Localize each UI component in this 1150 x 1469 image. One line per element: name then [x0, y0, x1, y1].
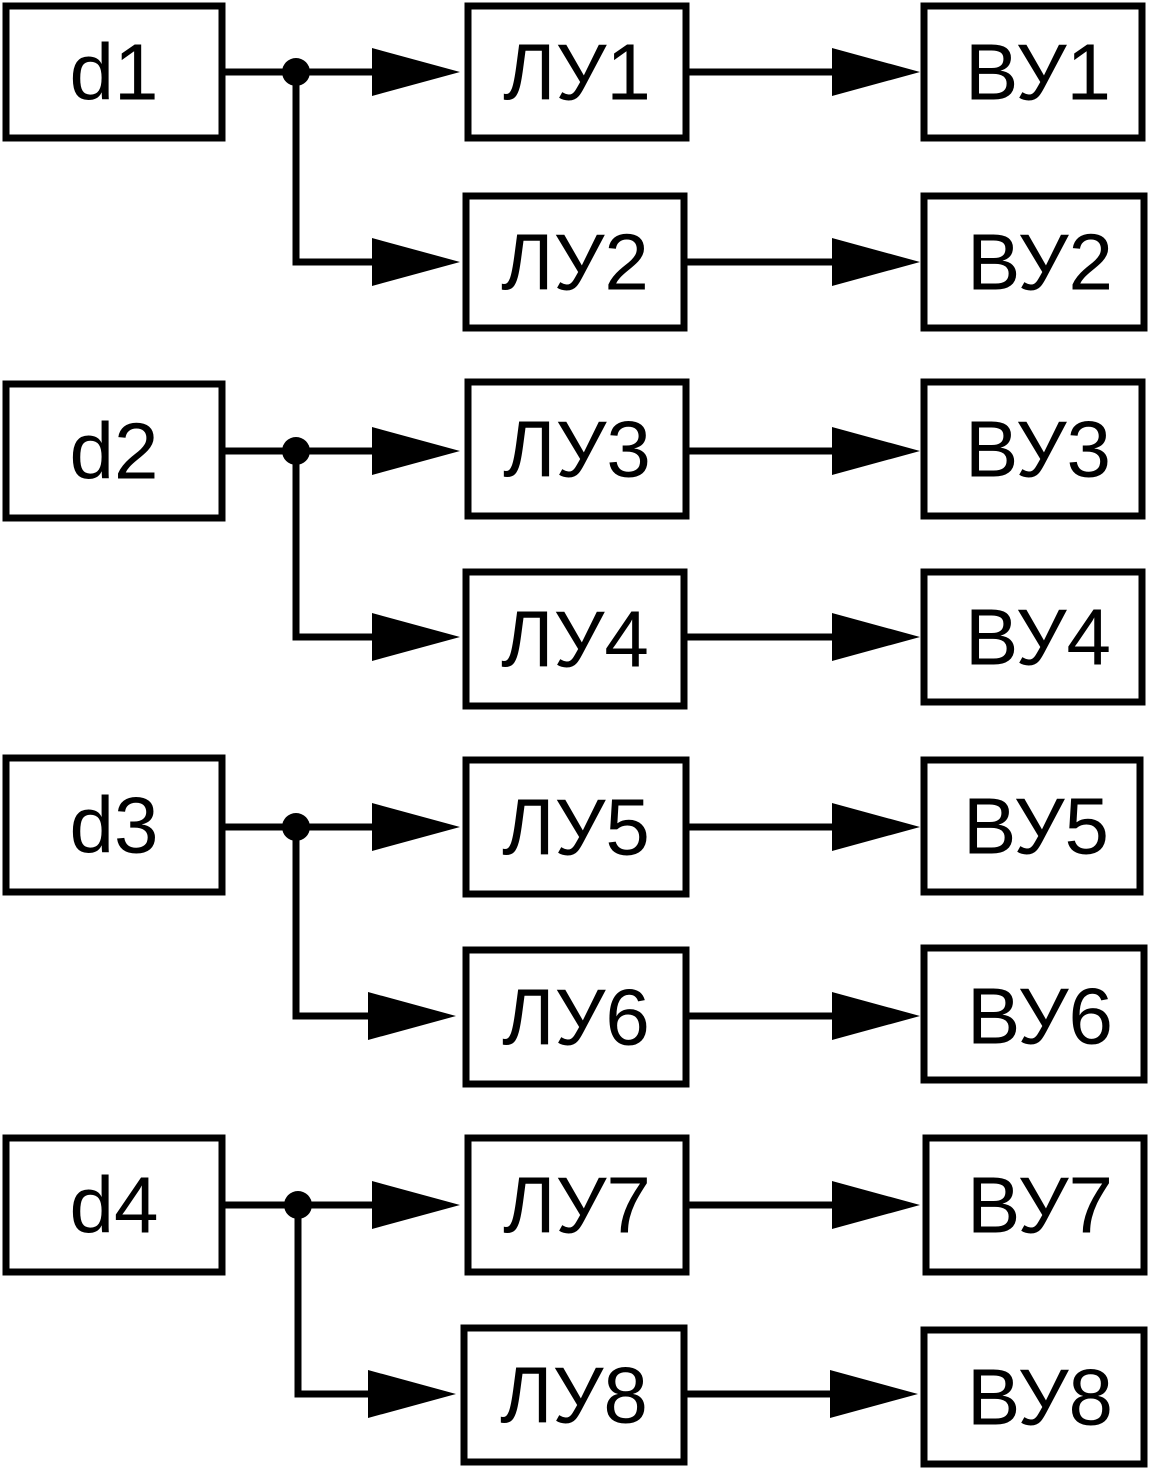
arrowhead-to-logic-8	[368, 1370, 456, 1418]
logic-block-8: ЛУ8	[460, 1324, 688, 1466]
source-block-3: d3	[2, 754, 226, 896]
source-label-4: d4	[70, 1161, 159, 1250]
arrowhead-to-output-2	[832, 238, 920, 286]
logic-block-6: ЛУ6	[462, 946, 690, 1088]
arrowhead-to-output-7	[832, 1181, 920, 1229]
source-block-2: d2	[2, 380, 226, 522]
logic-label-5: ЛУ5	[502, 783, 650, 872]
output-label-3: ВУ3	[965, 405, 1111, 494]
logic-block-4: ЛУ4	[462, 568, 688, 710]
signal-group-1: d1 ЛУ1 ЛУ2 ВУ1 ВУ2	[2, 2, 1148, 332]
arrowhead-to-output-3	[832, 427, 920, 475]
logic-label-7: ЛУ7	[503, 1161, 651, 1250]
arrowhead-to-logic-6	[368, 992, 456, 1040]
logic-block-5: ЛУ5	[462, 756, 690, 898]
splitter-wires-1	[222, 48, 460, 286]
output-block-7: ВУ7	[922, 1134, 1148, 1276]
output-label-6: ВУ6	[967, 972, 1113, 1061]
link-wires-3	[686, 803, 920, 1040]
junction-dot-2	[282, 437, 310, 465]
splitter-wires-3	[222, 803, 460, 1040]
source-block-4: d4	[2, 1134, 226, 1276]
arrowhead-to-logic-1	[372, 48, 460, 96]
link-wires-2	[684, 427, 920, 661]
arrowhead-to-logic-4	[372, 613, 460, 661]
arrowhead-to-logic-3	[372, 427, 460, 475]
signal-group-3: d3 ЛУ5 ЛУ6 ВУ5 ВУ6	[2, 754, 1148, 1088]
arrowhead-to-output-1	[832, 48, 920, 96]
source-label-3: d3	[70, 781, 159, 870]
logic-block-3: ЛУ3	[464, 378, 690, 520]
output-block-8: ВУ8	[920, 1326, 1148, 1468]
output-block-5: ВУ5	[920, 756, 1144, 896]
output-label-1: ВУ1	[965, 28, 1111, 117]
junction-dot-3	[282, 813, 310, 841]
logic-label-8: ЛУ8	[500, 1351, 648, 1440]
output-label-7: ВУ7	[967, 1161, 1113, 1250]
output-block-2: ВУ2	[920, 192, 1148, 332]
link-wires-4	[684, 1181, 920, 1418]
output-label-5: ВУ5	[963, 782, 1109, 871]
logic-label-6: ЛУ6	[502, 973, 650, 1062]
logic-block-7: ЛУ7	[464, 1134, 690, 1276]
output-block-6: ВУ6	[920, 944, 1148, 1084]
source-block-1: d1	[2, 2, 226, 142]
junction-dot-4	[284, 1191, 312, 1219]
source-label-2: d2	[70, 407, 159, 496]
logic-label-2: ЛУ2	[501, 218, 649, 307]
arrowhead-to-output-8	[830, 1370, 918, 1418]
arrowhead-to-logic-5	[372, 803, 460, 851]
logic-block-2: ЛУ2	[462, 192, 688, 332]
signal-group-4: d4 ЛУ7 ЛУ8 ВУ7 ВУ8	[2, 1134, 1148, 1468]
output-label-8: ВУ8	[967, 1353, 1113, 1442]
junction-dot-1	[282, 58, 310, 86]
output-label-4: ВУ4	[965, 593, 1111, 682]
signal-group-2: d2 ЛУ3 ЛУ4 ВУ3 ВУ4	[2, 378, 1146, 710]
output-block-3: ВУ3	[920, 378, 1146, 520]
arrowhead-to-output-4	[832, 613, 920, 661]
arrowhead-to-output-6	[832, 992, 920, 1040]
logic-label-3: ЛУ3	[503, 405, 651, 494]
source-label-1: d1	[70, 28, 159, 117]
output-block-4: ВУ4	[920, 568, 1146, 706]
arrowhead-to-logic-2	[372, 238, 460, 286]
arrowhead-to-logic-7	[372, 1181, 460, 1229]
splitter-wires-2	[222, 427, 460, 661]
logic-block-1: ЛУ1	[464, 2, 690, 142]
link-wires-1	[684, 48, 920, 286]
logic-label-1: ЛУ1	[503, 28, 651, 117]
logic-label-4: ЛУ4	[501, 595, 649, 684]
splitter-wires-4	[222, 1181, 460, 1418]
output-label-2: ВУ2	[967, 218, 1113, 307]
arrowhead-to-output-5	[832, 803, 920, 851]
output-block-1: ВУ1	[920, 2, 1146, 142]
